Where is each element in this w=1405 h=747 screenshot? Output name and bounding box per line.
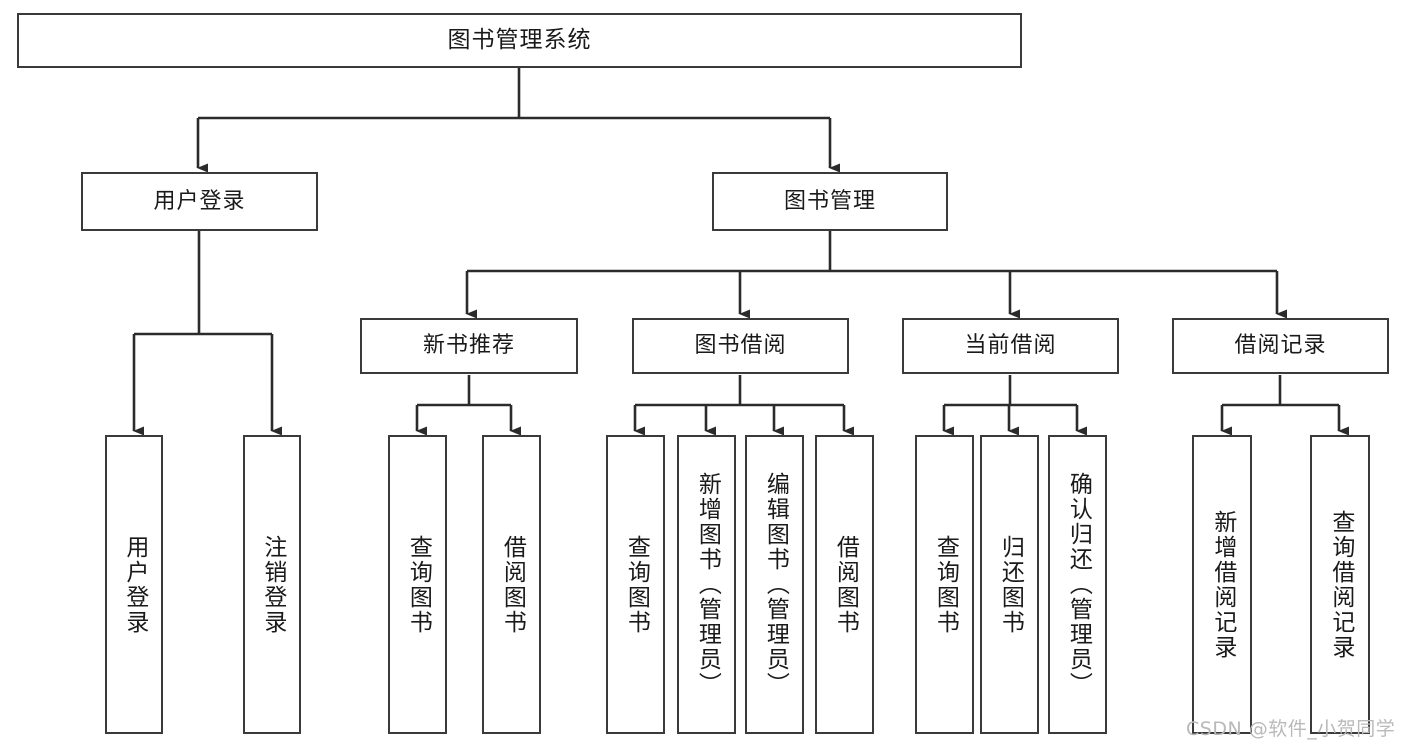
leaf-user-login-login[interactable]: 用户登录 [105, 435, 163, 734]
node-user-login[interactable]: 用户登录 [81, 172, 318, 231]
node-label: 查询借阅记录 [1327, 509, 1354, 660]
leaf-borrow-add-book-admin[interactable]: 新增图书（管理员） [677, 435, 736, 734]
node-label: 注销登录 [259, 534, 286, 635]
leaf-current-query-book[interactable]: 查询图书 [915, 435, 974, 734]
node-label: 图书管理系统 [447, 26, 592, 53]
node-root-system[interactable]: 图书管理系统 [17, 13, 1022, 68]
node-label: 查询图书 [932, 534, 959, 635]
node-label: 当前借阅 [964, 333, 1057, 359]
node-label: 借阅图书 [832, 534, 859, 635]
node-label: 图书借阅 [694, 333, 787, 359]
leaf-record-query-record[interactable]: 查询借阅记录 [1310, 435, 1370, 734]
leaf-borrow-query-book[interactable]: 查询图书 [606, 435, 665, 734]
node-label: 确认归还（管理员） [1065, 472, 1092, 697]
node-book-management[interactable]: 图书管理 [712, 172, 948, 231]
node-label: 查询图书 [405, 534, 432, 635]
leaf-current-return-book[interactable]: 归还图书 [980, 435, 1039, 734]
leaf-user-login-logout[interactable]: 注销登录 [243, 435, 301, 734]
node-label: 新书推荐 [422, 333, 515, 359]
node-label: 借阅图书 [499, 534, 526, 635]
leaf-recommend-query-book[interactable]: 查询图书 [388, 435, 447, 734]
node-label: 查询图书 [623, 534, 650, 635]
node-label: 借阅记录 [1234, 333, 1327, 359]
leaf-recommend-borrow-book[interactable]: 借阅图书 [482, 435, 541, 734]
node-label: 用户登录 [121, 534, 148, 635]
leaf-record-add-record[interactable]: 新增借阅记录 [1192, 435, 1252, 734]
node-label: 图书管理 [783, 188, 876, 214]
node-label: 新增借阅记录 [1209, 509, 1236, 660]
node-current-borrow[interactable]: 当前借阅 [902, 318, 1119, 374]
node-label: 新增图书（管理员） [694, 472, 721, 697]
node-label: 编辑图书（管理员） [762, 472, 789, 697]
leaf-current-confirm-return-admin[interactable]: 确认归还（管理员） [1048, 435, 1107, 734]
leaf-borrow-edit-book-admin[interactable]: 编辑图书（管理员） [745, 435, 804, 734]
node-borrow-record[interactable]: 借阅记录 [1172, 318, 1389, 374]
node-label: 用户登录 [153, 188, 246, 214]
leaf-borrow-borrow-book[interactable]: 借阅图书 [815, 435, 874, 734]
node-new-book-recommend[interactable]: 新书推荐 [360, 318, 578, 374]
node-book-borrow[interactable]: 图书借阅 [632, 318, 849, 374]
node-label: 归还图书 [997, 534, 1024, 635]
